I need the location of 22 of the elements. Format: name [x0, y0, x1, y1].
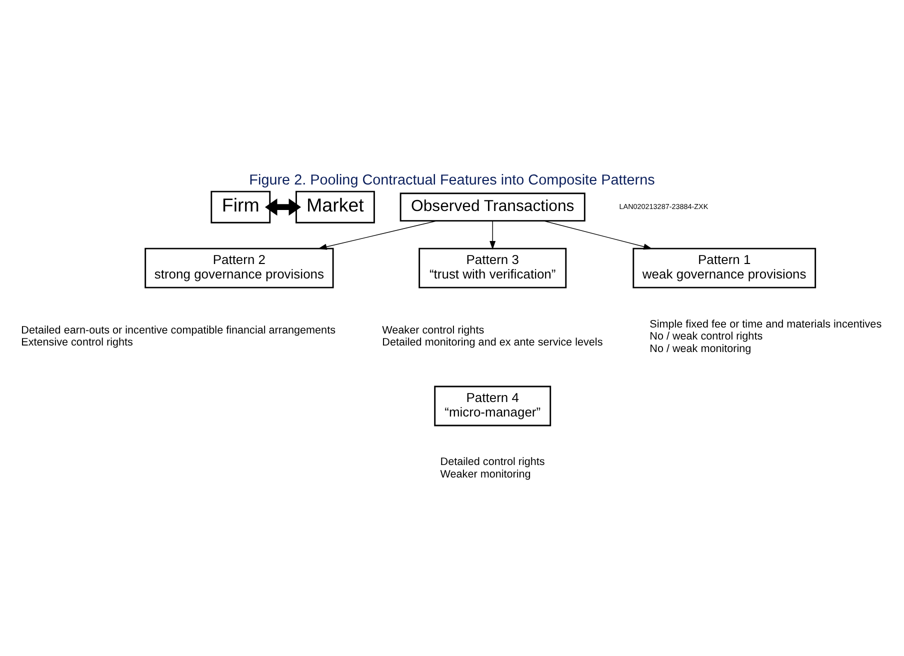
node-label: Extensive control rights — [21, 336, 133, 349]
node-box: Observed Transactions — [400, 192, 586, 222]
node-label: No / weak monitoring — [650, 342, 752, 355]
node-box: Pattern 2 strong governance provisions — [144, 248, 334, 288]
node-box: Pattern 3 “trust with verification” — [418, 248, 567, 288]
node-label: Simple fixed fee or time and materials incentives — [650, 318, 882, 330]
arrow — [490, 220, 496, 250]
node-label: Detailed control rights — [440, 456, 545, 468]
label: LAN020213287-23884-ZXK — [619, 202, 708, 211]
node-box: Pattern 1 weak governance provisions — [632, 248, 816, 288]
arrow — [318, 220, 438, 250]
arrow — [264, 198, 302, 216]
node-box: Market — [296, 190, 375, 224]
diagram-title: Figure 2. Pooling Contractual Features into Composite Patterns — [249, 172, 655, 188]
node-box: Firm — [210, 190, 271, 224]
arrow — [542, 220, 652, 250]
node-label: Detailed earn-outs or incentive compatible financial arrangements — [21, 324, 336, 336]
node-box: Pattern 4 “micro-manager” — [434, 386, 552, 426]
node-label: No / weak control rights — [650, 330, 763, 343]
node-label: Weaker control rights — [382, 324, 484, 336]
node-label: Weaker monitoring — [440, 468, 531, 480]
node-label: Detailed monitoring and ex ante service levels — [382, 336, 603, 349]
